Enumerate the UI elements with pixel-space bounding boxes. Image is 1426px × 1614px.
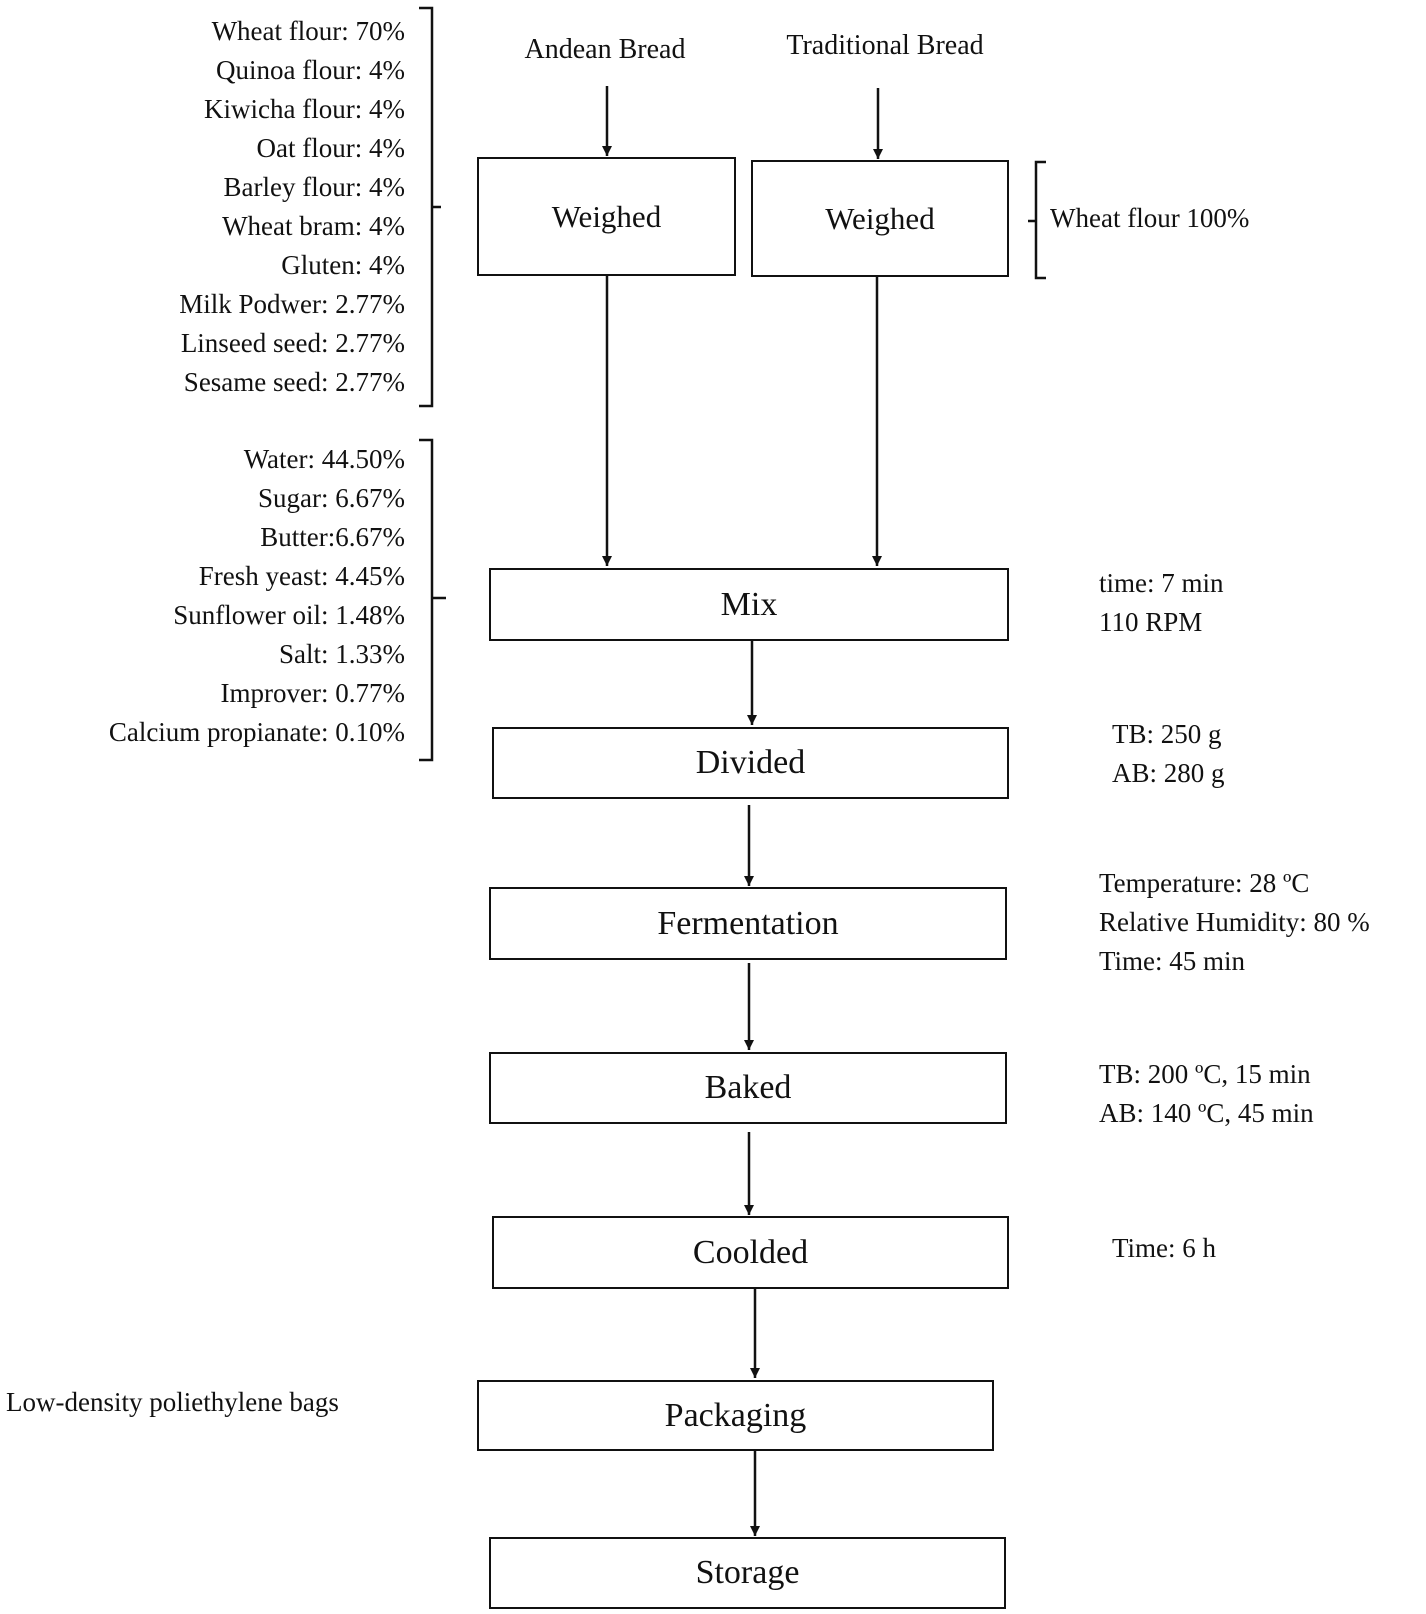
note-line: Temperature: 28 ºC (1099, 868, 1310, 898)
ingredient-item: Improver: 0.77% (220, 678, 405, 708)
fermentation-notes: Temperature: 28 ºC Relative Humidity: 80… (1099, 864, 1370, 981)
ingredient-item: Sunflower oil: 1.48% (173, 600, 405, 630)
other-ingredients-list: Water: 44.50% Sugar: 6.67% Butter:6.67% … (109, 440, 405, 752)
ingredient-item: Gluten: 4% (281, 250, 405, 280)
step-mix: Mix (489, 568, 1009, 641)
note-line: 110 RPM (1099, 607, 1203, 637)
traditional-flour-label: Wheat flour 100% (1050, 203, 1250, 233)
note-line: AB: 140 ºC, 45 min (1099, 1098, 1314, 1128)
step-divided: Divided (492, 727, 1009, 799)
ingredient-item: Salt: 1.33% (279, 639, 405, 669)
ingredient-item: Wheat flour: 70% (211, 16, 405, 46)
ingredient-item: Milk Podwer: 2.77% (179, 289, 405, 319)
ingredient-item: Oat flour: 4% (256, 133, 405, 163)
mix-notes: time: 7 min 110 RPM (1099, 564, 1224, 642)
ingredient-item: Wheat bram: 4% (222, 211, 405, 241)
note-line: Time: 45 min (1099, 946, 1246, 976)
step-storage: Storage (489, 1537, 1006, 1609)
note-line: time: 7 min (1099, 568, 1224, 598)
packaging-note: Low-density poliethylene bags (6, 1387, 339, 1417)
divided-notes: TB: 250 g AB: 280 g (1112, 715, 1225, 793)
ingredient-item: Butter:6.67% (260, 522, 405, 552)
bracket-andean-flours (419, 6, 441, 408)
ingredient-item: Sugar: 6.67% (258, 483, 405, 513)
andean-flours-list: Wheat flour: 70% Quinoa flour: 4% Kiwich… (179, 12, 405, 402)
baked-notes: TB: 200 ºC, 15 min AB: 140 ºC, 45 min (1099, 1055, 1314, 1133)
ingredient-item: Quinoa flour: 4% (216, 55, 405, 85)
step-fermentation: Fermentation (489, 887, 1007, 960)
ingredient-item: Barley flour: 4% (223, 172, 405, 202)
bracket-other-ingredients (419, 438, 446, 762)
source-andean-bread: Andean Bread (524, 34, 686, 65)
note-line: TB: 200 ºC, 15 min (1099, 1059, 1311, 1089)
ingredient-item: Kiwicha flour: 4% (204, 94, 405, 124)
note-line: TB: 250 g (1112, 719, 1222, 749)
ingredient-item: Sesame seed: 2.77% (183, 367, 405, 397)
source-traditional-bread: Traditional Bread (786, 30, 984, 61)
bracket-traditional-flour (1028, 160, 1046, 280)
step-weighed-andean: Weighed (477, 157, 736, 276)
step-packaging: Packaging (477, 1380, 994, 1451)
ingredient-item: Water: 44.50% (243, 444, 405, 474)
ingredient-item: Calcium propianate: 0.10% (108, 717, 405, 747)
cooled-note: Time: 6 h (1112, 1233, 1217, 1263)
step-weighed-traditional: Weighed (751, 160, 1009, 277)
ingredient-item: Linseed seed: 2.77% (180, 328, 405, 358)
step-cooled: Coolded (492, 1216, 1009, 1289)
note-line: Relative Humidity: 80 % (1099, 907, 1370, 937)
note-line: AB: 280 g (1112, 758, 1225, 788)
step-baked: Baked (489, 1052, 1007, 1124)
ingredient-item: Fresh yeast: 4.45% (198, 561, 405, 591)
